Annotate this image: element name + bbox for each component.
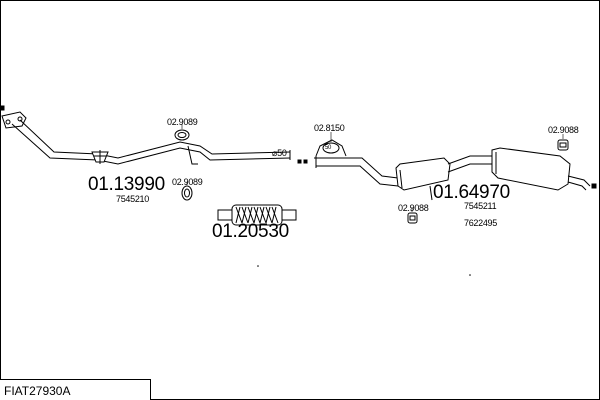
mid-pipe	[316, 157, 399, 179]
rubber-mount-mid-icon	[407, 212, 418, 224]
clamp-size-label: 50	[325, 145, 332, 151]
connector-right	[303, 159, 308, 164]
ring-gasket-top-icon	[174, 129, 190, 141]
tail-pipe	[567, 175, 591, 187]
flex-pipe-drawing	[217, 204, 297, 226]
rear-system-code[interactable]: 01.64970	[433, 182, 510, 203]
rubber-mount-rear-code[interactable]: 02.9088	[548, 125, 579, 135]
pipe-diameter-label: ⌀50	[272, 148, 287, 158]
rear-system-ref-2: 7622495	[464, 218, 497, 228]
clamp-icon	[314, 139, 348, 159]
clamp-code[interactable]: 02.8150	[314, 123, 345, 133]
front-hanger	[187, 145, 198, 165]
left-marker	[0, 105, 5, 111]
front-pipe	[11, 123, 291, 165]
model-box: FIAT27930A	[0, 379, 151, 400]
front-pipe-code[interactable]: 01.13990	[88, 174, 165, 195]
ring-gasket-bottom-code[interactable]: 02.9089	[172, 177, 203, 187]
flex-pipe-code[interactable]: 01.20530	[212, 221, 289, 242]
rubber-mount-rear-icon	[557, 139, 569, 151]
model-code: FIAT27930A	[4, 384, 71, 398]
rear-system-ref-1: 7545211	[464, 201, 497, 211]
right-marker	[591, 183, 597, 189]
ring-gasket-bottom-icon	[181, 185, 193, 201]
rubber-mount-mid-code[interactable]: 02.9088	[398, 203, 429, 213]
ring-gasket-top-code[interactable]: 02.9089	[167, 117, 198, 127]
connector-left	[297, 159, 302, 164]
rear-silencer	[491, 147, 571, 191]
front-pipe-ref: 7545210	[116, 194, 149, 204]
